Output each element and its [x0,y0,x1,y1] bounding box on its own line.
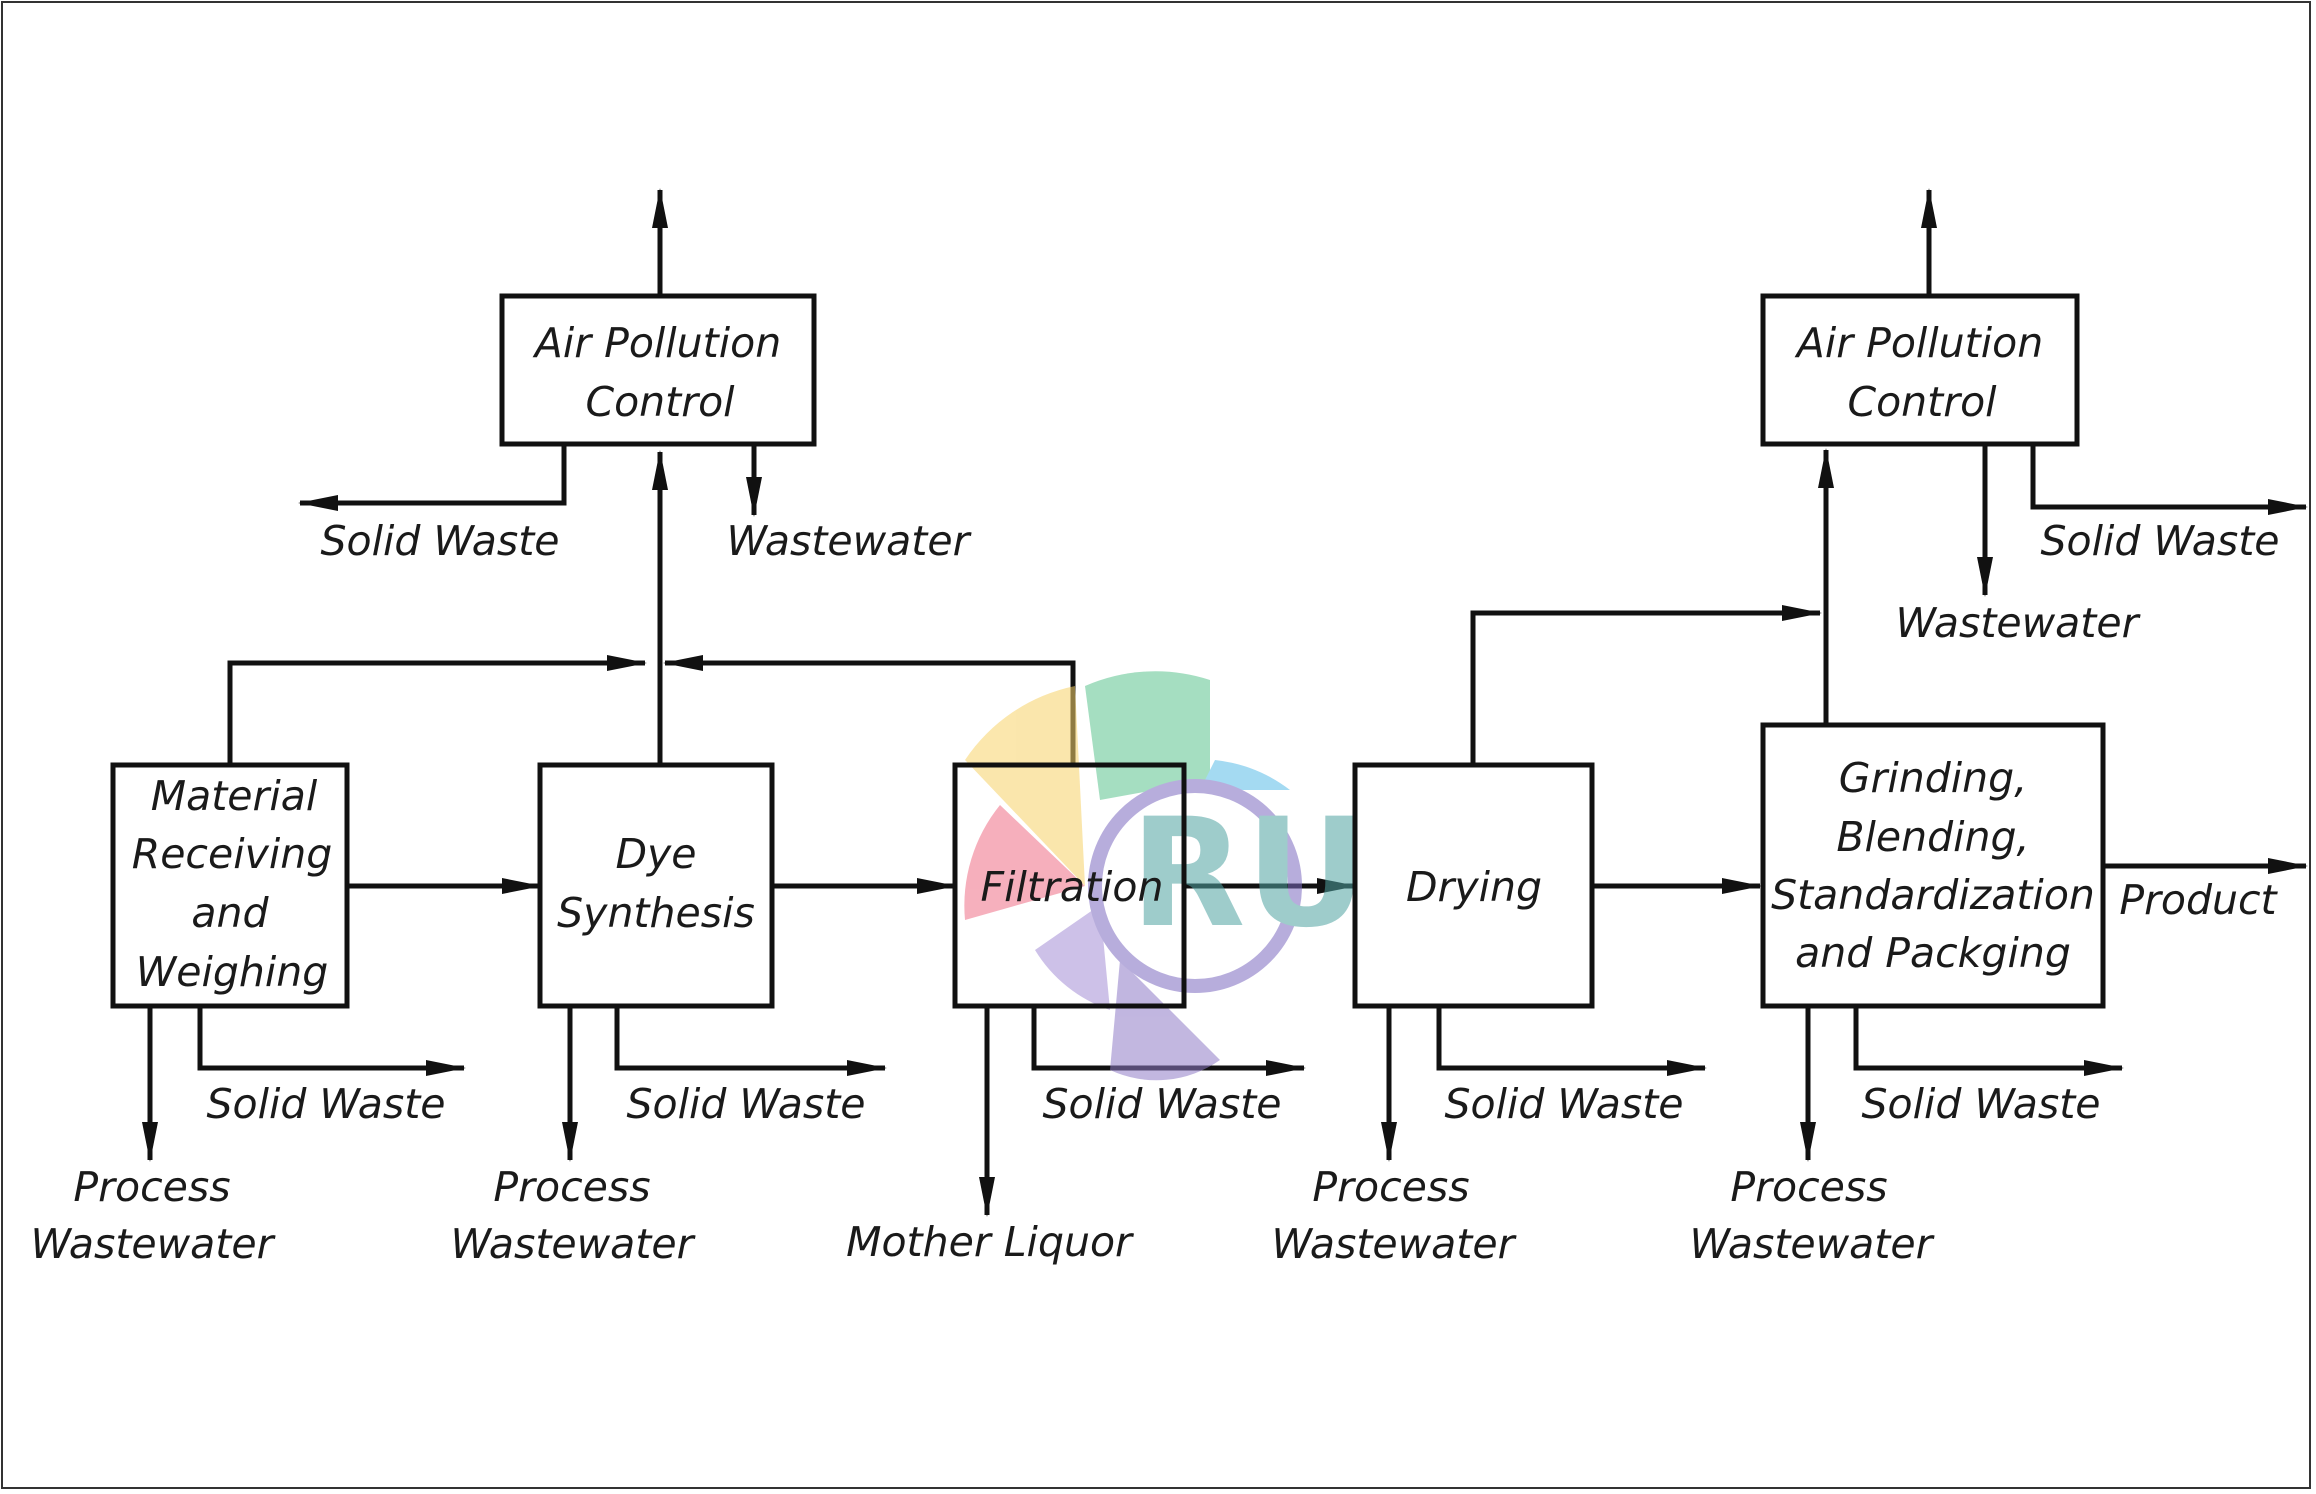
dye-label-2: Synthesis [557,889,755,937]
node-dye: Dye Synthesis [537,762,775,1009]
output-labels: Solid Waste Wastewater Solid Waste Waste… [31,517,2280,1268]
drying-process-label-1: Process [1312,1163,1469,1211]
node-filtration: Filtration [952,762,1187,1009]
node-grinding: Grinding, Blending, Standardization and … [1760,722,2106,1009]
node-drying: Drying [1352,762,1595,1009]
dye-solid-arrow [614,1006,887,1076]
apc-right-water-label: Wastewater [1896,599,2141,647]
drying-solid-arrow [1436,1006,1707,1076]
watermark-purple-petal [1110,960,1220,1081]
apc-left-water-label: Wastewater [727,517,972,565]
material-label-2: Receiving [132,830,333,878]
watermark-blue-petal [1200,760,1290,790]
mother-liquor-label: Mother Liquor [846,1218,1134,1266]
watermark-pink-petal [964,805,1085,920]
dye-box [537,762,775,1009]
drying-label: Drying [1406,863,1542,911]
watermark-green-petal [1085,671,1210,800]
drying-process-label-2: Wastewater [1272,1220,1517,1268]
apc-left-label-2: Control [585,378,735,426]
material-box [110,762,350,1009]
grinding-label-2: Blending, [1836,813,2029,861]
drying-vent-arrow [1470,605,1822,765]
dye-process-label-1: Process [493,1163,650,1211]
product-label: Product [2119,876,2278,924]
dye-label-1: Dye [615,830,696,878]
watermark-logo: RU [964,671,1367,1081]
watermark-text: RU [1130,787,1367,961]
apc-right-label-1: Air Pollution [1794,319,2043,367]
filtration-box [952,762,1187,1009]
grinding-label-3: Standardization [1771,871,2095,919]
apc-left-box [499,293,817,447]
material-process-label-2: Wastewater [31,1220,276,1268]
material-label-4: Weighing [136,948,329,996]
dye-process-label-2: Wastewater [451,1220,696,1268]
connectors [142,188,2308,1217]
grinding-process-label-1: Process [1730,1163,1887,1211]
material-solid-arrow [197,1006,466,1076]
grinding-label-1: Grinding, [1839,754,2027,802]
grinding-solid-arrow [1853,1006,2124,1076]
material-label-1: Material [151,772,318,820]
grinding-label-4: and Packging [1795,929,2071,977]
filtration-solid-label: Solid Waste [1042,1080,1281,1128]
watermark-lavender-petal [1035,905,1110,1010]
grinding-process-label-2: Wastewater [1690,1220,1935,1268]
material-vent-arrow [227,655,647,765]
apc-right-solid-arrow [2030,444,2308,515]
dye-solid-label: Solid Waste [626,1080,865,1128]
material-process-label-1: Process [73,1163,230,1211]
filtration-label: Filtration [981,863,1164,911]
filtration-solid-arrow [1031,1006,1306,1076]
apc-right-label-2: Control [1847,378,1997,426]
apc-left-solid-label: Solid Waste [320,517,559,565]
grinding-box [1760,722,2106,1009]
drying-solid-label: Solid Waste [1444,1080,1683,1128]
drying-box [1352,762,1595,1009]
apc-right-box [1760,293,2080,447]
watermark-ring [1088,779,1302,993]
node-material: Material Receiving and Weighing [110,762,350,1009]
watermark-yellow-petal [965,686,1085,886]
material-label-3: and [191,889,269,937]
grinding-solid-label: Solid Waste [1861,1080,2100,1128]
apc-left-solid-arrow [298,444,567,511]
node-apc-left: Air Pollution Control [499,293,817,447]
apc-left-label-1: Air Pollution [532,319,781,367]
node-apc-right: Air Pollution Control [1760,293,2080,447]
apc-right-solid-label: Solid Waste [2040,517,2279,565]
material-solid-label: Solid Waste [206,1080,445,1128]
